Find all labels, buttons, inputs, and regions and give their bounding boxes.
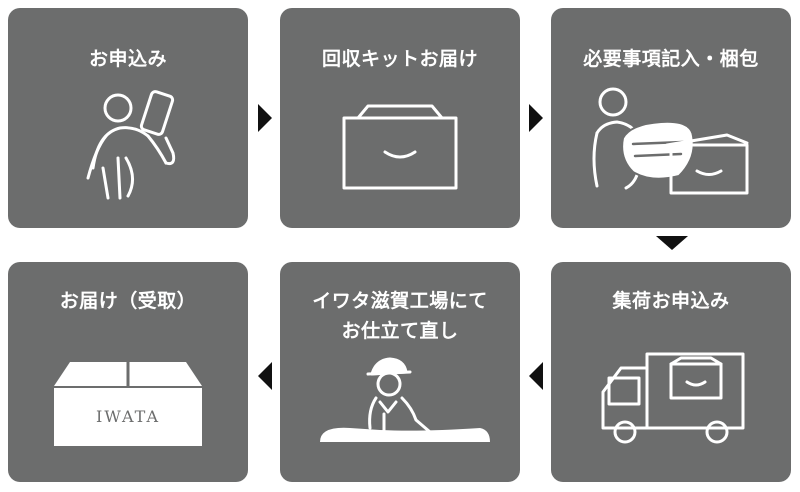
box-icon <box>342 104 458 190</box>
delivered-box-icon: IWATA <box>54 362 202 446</box>
step-card-kit-delivery: 回収キットお届け <box>280 8 520 228</box>
step-title: お申込み <box>88 48 167 70</box>
step-title: 必要事項記入・梱包 <box>583 48 759 70</box>
arrow-left-icon <box>258 362 272 390</box>
step-title-line1: イワタ滋賀工場にて <box>312 290 488 312</box>
step-card-pickup-request: 集荷お申込み <box>551 262 791 482</box>
step-title: お届け（受取） <box>59 290 197 312</box>
step-title: 回収キットお届け <box>321 48 478 70</box>
arrow-right-icon <box>258 104 272 132</box>
step-card-fill-and-pack: 必要事項記入・梱包 <box>551 8 791 228</box>
arrow-left-icon <box>529 362 543 390</box>
step-title: 集荷お申込み <box>612 290 730 312</box>
worker-futon-icon <box>320 357 490 442</box>
arrow-right-icon <box>529 104 543 132</box>
person-packing-icon <box>592 87 749 195</box>
step-card-apply: お申込み <box>8 8 248 228</box>
arrow-down-icon <box>656 236 688 250</box>
step-card-factory-remake: イワタ滋賀工場にて お仕立て直し <box>280 262 520 482</box>
truck-icon <box>601 352 745 444</box>
box-label: IWATA <box>96 407 160 426</box>
person-with-phone-icon <box>86 90 176 200</box>
step-card-delivery-receipt: お届け（受取） IWATA <box>8 262 248 482</box>
step-title-line2: お仕立て直し <box>341 320 459 342</box>
